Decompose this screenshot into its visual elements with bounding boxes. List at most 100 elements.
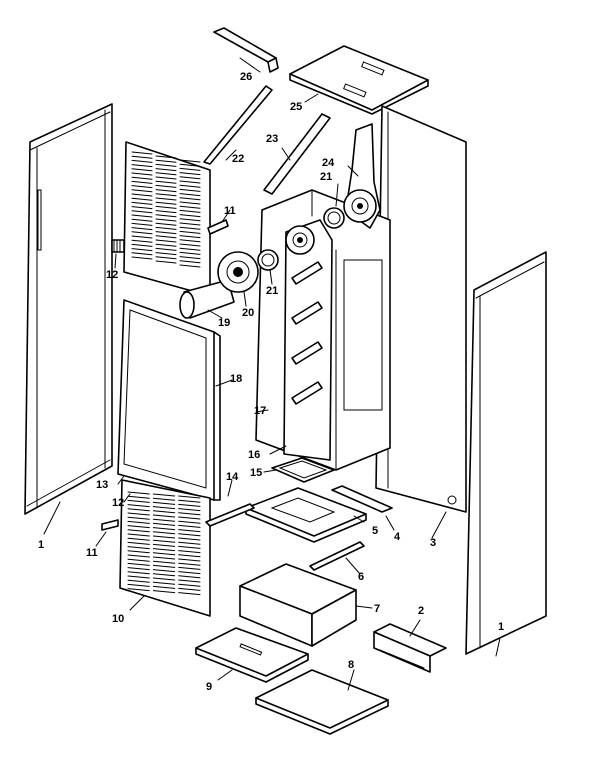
part-label-p11a: 11 <box>224 205 236 217</box>
grille-louvre <box>127 554 150 558</box>
grille-louvre <box>179 201 201 205</box>
grille-louvre <box>127 558 150 562</box>
grille-louvre <box>152 506 176 510</box>
grille-louvre <box>178 550 201 554</box>
grille-louvre <box>152 539 176 543</box>
grille-louvre <box>178 554 201 558</box>
grille-louvre <box>152 497 176 501</box>
part-label-p23: 23 <box>266 133 278 145</box>
lower-grille-panel <box>119 479 211 617</box>
grille-louvre <box>152 552 176 556</box>
grille-louvre <box>131 201 153 205</box>
grille-louvre <box>155 155 177 159</box>
grille-louvre <box>131 256 153 260</box>
burner-flange <box>217 251 259 293</box>
grille-louvre <box>179 230 201 234</box>
grille-louvre <box>179 226 201 230</box>
grille-louvre <box>179 247 201 251</box>
grille-louvre <box>178 562 201 566</box>
grille-louvre <box>131 172 153 176</box>
grille-louvre <box>178 520 201 524</box>
grille-louvre <box>178 537 201 541</box>
grille-louvre <box>152 556 176 560</box>
grille-louvre <box>152 560 176 564</box>
grille-louvre <box>179 264 201 268</box>
grille-louvre <box>179 188 201 192</box>
grille-louvre <box>131 164 153 168</box>
top-cover <box>289 45 429 115</box>
grille-louvre <box>179 176 201 180</box>
grille-louvre <box>155 176 177 180</box>
part-label-p7: 7 <box>374 603 380 615</box>
grille-louvre <box>152 493 176 497</box>
grille-louvre <box>179 159 201 163</box>
grille-louvre <box>127 533 150 537</box>
grille-louvre <box>178 587 201 591</box>
grille-louvre <box>127 588 150 592</box>
grille-louvre <box>178 541 201 545</box>
spring-clip-upper <box>111 239 125 253</box>
grille-louvre <box>179 205 201 209</box>
grille-louvre <box>155 235 177 239</box>
part-label-p13: 13 <box>96 479 108 491</box>
grille-louvre <box>152 564 176 568</box>
side-strip-23 <box>263 113 331 195</box>
grille-louvre <box>152 569 176 573</box>
grille-louvre <box>131 180 153 184</box>
grille-louvre <box>155 247 177 251</box>
grille-louvre <box>127 516 150 520</box>
grille-louvre <box>131 239 153 243</box>
grille-louvre <box>178 512 201 516</box>
base-pan <box>239 563 357 647</box>
grille-louvre <box>152 581 176 585</box>
grille-louvre <box>155 239 177 243</box>
grille-louvre <box>127 550 150 554</box>
part-label-p14: 14 <box>226 471 239 483</box>
grille-louvre <box>179 209 201 213</box>
grille-louvre <box>155 172 177 176</box>
blower-wheel <box>343 189 377 223</box>
grille-louvre <box>152 573 176 577</box>
part-label-p21a: 21 <box>266 285 278 297</box>
part-label-p4: 4 <box>394 531 401 543</box>
support-bracket <box>373 623 447 673</box>
part-label-p21b: 21 <box>320 171 332 183</box>
grille-louvre <box>131 222 153 226</box>
grille-louvre <box>178 583 201 587</box>
grille-louvre <box>155 226 177 230</box>
grille-louvre <box>127 567 150 571</box>
grille-louvre <box>127 504 150 508</box>
exchanger-inlet-collar <box>285 225 315 255</box>
grille-louvre <box>131 210 153 214</box>
grille-louvre <box>178 571 201 575</box>
grille-louvre <box>178 503 201 507</box>
part-label-p12b: 12 <box>112 497 124 509</box>
exchanger-fin <box>291 261 323 285</box>
grille-louvre <box>179 180 201 184</box>
grille-louvre <box>155 168 177 172</box>
grille-louvre <box>152 585 176 589</box>
part-label-p19: 19 <box>218 317 230 329</box>
grille-louvre <box>155 201 177 205</box>
grille-louvre <box>131 231 153 235</box>
grille-louvre <box>179 243 201 247</box>
grille-louvre <box>155 218 177 222</box>
grille-louvre <box>155 260 177 264</box>
grille-louvre <box>178 575 201 579</box>
part-label-p8: 8 <box>348 659 354 671</box>
top-bracket <box>213 27 279 73</box>
grille-louvre <box>131 189 153 193</box>
part-label-p24: 24 <box>322 157 335 169</box>
base-strip-6 <box>309 541 365 571</box>
base-gasket <box>271 457 335 483</box>
part-label-p11b: 11 <box>86 547 98 559</box>
callout-leaders <box>43 57 501 691</box>
grille-louvre <box>131 206 153 210</box>
part-label-p6: 6 <box>358 571 364 583</box>
grille-louvre <box>155 184 177 188</box>
grille-louvre <box>179 184 201 188</box>
grille-louvre <box>131 159 153 163</box>
small-bracket-lower <box>101 519 119 531</box>
part-label-p25: 25 <box>290 101 302 113</box>
